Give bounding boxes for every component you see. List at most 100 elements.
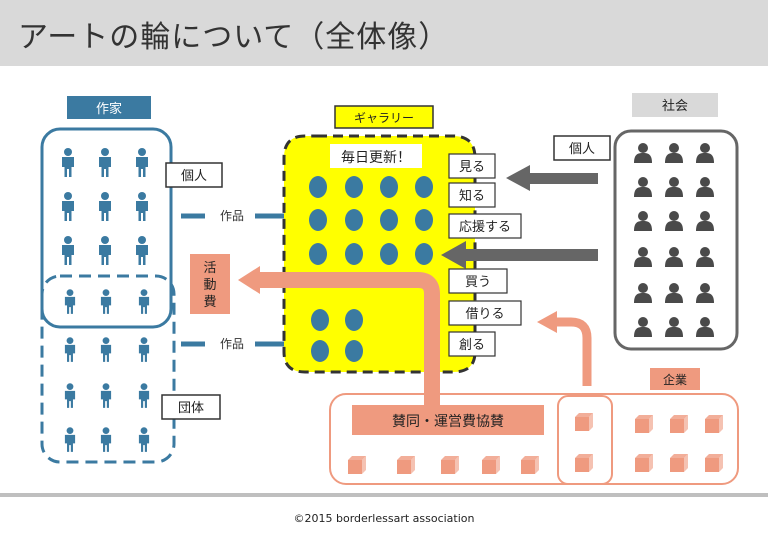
artwork-dot: [415, 209, 433, 231]
activity-fee-char: 費: [203, 295, 216, 310]
activity-fee-arrow-shaft: [258, 272, 440, 408]
person-icon: [696, 143, 714, 163]
company-cube-icon: [635, 454, 653, 472]
person-icon: [138, 383, 150, 408]
person-icon: [634, 211, 652, 231]
society-people: [634, 143, 714, 337]
action-label-borrow: 借りる: [465, 307, 504, 322]
person-icon: [64, 427, 76, 452]
person-icon: [665, 211, 683, 231]
person-icon: [634, 247, 652, 267]
person-icon: [138, 427, 150, 452]
society-arrow-head: [441, 241, 466, 269]
individual-left-label: 個人: [181, 169, 207, 184]
person-icon: [138, 289, 150, 314]
artwork-dot: [345, 340, 363, 362]
individual-artists-frame: [40, 127, 173, 329]
person-icon: [665, 283, 683, 303]
person-icon: [64, 383, 76, 408]
action-label-know: 知る: [459, 188, 485, 204]
person-icon: [136, 148, 148, 177]
person-icon: [62, 192, 74, 221]
company-label-box: [650, 368, 700, 390]
action-label-buy: 買う: [465, 275, 491, 290]
company-cube-icon: [348, 456, 366, 474]
person-icon: [665, 247, 683, 267]
company-frame: [329, 393, 739, 485]
art-circle-diagram: 作家 個人: [40, 93, 739, 485]
daily-update-box: [330, 144, 422, 168]
title-bar: アートの輪について（全体像）: [0, 0, 768, 66]
works-top-label: 作品: [220, 209, 244, 223]
group-left-label: 団体: [178, 401, 204, 416]
artwork-dot: [309, 209, 327, 231]
artwork-dot: [380, 243, 398, 265]
person-icon: [100, 427, 112, 452]
activity-fee-arrow-head: [238, 266, 260, 294]
action-box: [448, 300, 522, 326]
sponsorship-label: 賛同・運営費協賛: [392, 414, 504, 430]
person-icon: [64, 337, 76, 362]
person-icon: [62, 236, 74, 265]
artist-label-box: [67, 96, 151, 119]
page-title: アートの輪について（全体像）: [18, 20, 450, 55]
society-arrow-shaft: [528, 173, 598, 184]
individual-artist-people: [62, 148, 148, 265]
individual-left-box: [165, 162, 223, 188]
sponsorship-box: [352, 405, 544, 435]
person-icon: [696, 317, 714, 337]
person-icon: [99, 148, 111, 177]
person-icon: [136, 192, 148, 221]
action-label-see: 見る: [459, 160, 485, 175]
artwork-dot: [380, 209, 398, 231]
individual-right-label: 個人: [569, 142, 595, 157]
company-label: 企業: [663, 372, 687, 387]
society-arrow-shaft: [462, 249, 598, 261]
artwork-dot: [311, 340, 329, 362]
company-small-frame: [557, 395, 613, 485]
society-section: 社会 個人: [553, 93, 739, 351]
person-icon: [665, 143, 683, 163]
company-cube-icon: [575, 413, 593, 431]
artwork-dot: [309, 176, 327, 198]
person-icon: [634, 143, 652, 163]
group-artist-people: [64, 289, 150, 452]
lend-arrow-head: [537, 311, 557, 333]
artwork-dot: [380, 176, 398, 198]
artwork-dot: [311, 309, 329, 331]
artwork-dot: [415, 243, 433, 265]
artwork-dot: [345, 209, 363, 231]
action-box: [448, 331, 496, 357]
person-icon: [665, 177, 683, 197]
company-cube-icon: [441, 456, 459, 474]
works-bottom-label: 作品: [220, 337, 244, 351]
company-cube-icon: [670, 415, 688, 433]
society-label: 社会: [662, 98, 688, 114]
gallery-label: ギャラリー: [354, 111, 414, 125]
daily-update-label: 毎日更新！: [341, 150, 411, 166]
group-artists-frame: [40, 274, 176, 464]
person-icon: [136, 236, 148, 265]
person-icon: [696, 247, 714, 267]
artist-section: 作家 個人: [40, 96, 223, 464]
artwork-dot: [309, 243, 327, 265]
company-cube-icon: [397, 456, 415, 474]
society-arrows: [441, 165, 598, 269]
artist-label: 作家: [96, 101, 122, 117]
action-labels: 見る 知る 応援する 買う 借りる 創る: [448, 153, 522, 357]
activity-fee-char: 活: [203, 261, 216, 276]
person-icon: [100, 337, 112, 362]
person-icon: [99, 192, 111, 221]
person-icon: [634, 283, 652, 303]
person-icon: [696, 177, 714, 197]
gallery-label-box: [334, 105, 434, 129]
person-icon: [696, 283, 714, 303]
company-cube-icon: [635, 415, 653, 433]
copyright: ©2015 borderlessart association: [293, 512, 475, 525]
society-arrow-head: [506, 165, 530, 191]
action-box: [448, 268, 508, 294]
person-icon: [696, 211, 714, 231]
activity-fee-box: [190, 254, 230, 314]
person-icon: [64, 289, 76, 314]
artwork-dot: [415, 176, 433, 198]
